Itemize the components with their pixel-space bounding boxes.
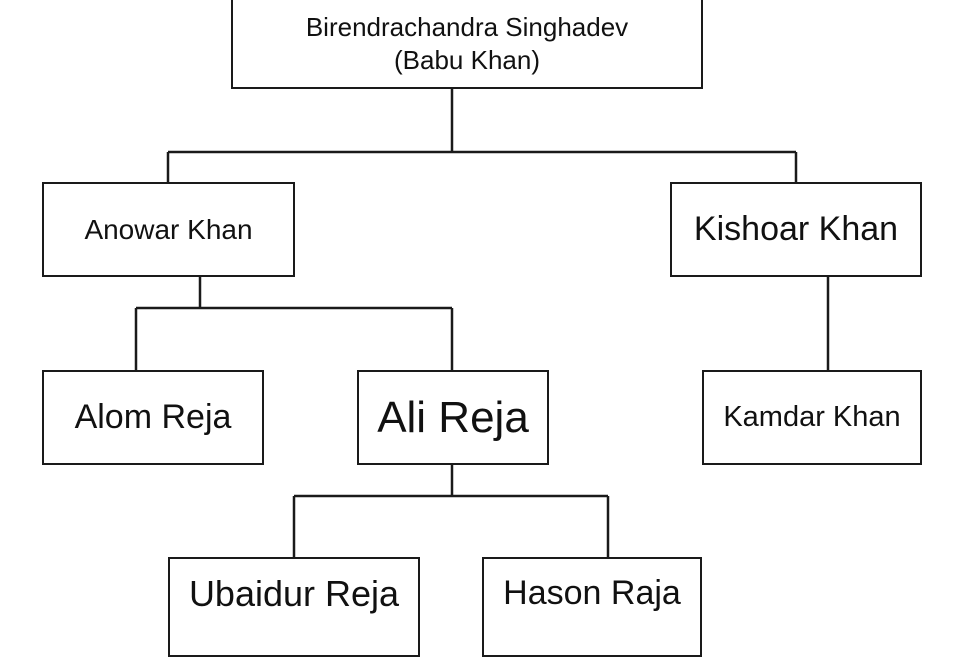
node-ubaidur-reja: Ubaidur Reja <box>168 557 420 657</box>
node-label: Hason Raja <box>503 573 681 612</box>
node-alom-reja: Alom Reja <box>42 370 264 465</box>
node-label: Anowar Khan <box>84 214 253 245</box>
node-hason-raja: Hason Raja <box>482 557 702 657</box>
node-ali-reja: Ali Reja <box>357 370 549 465</box>
node-label: Kishoar Khan <box>693 210 899 249</box>
node-name: Birendrachandra Singhadev <box>305 12 629 42</box>
node-alias: (Babu Khan) <box>394 44 540 75</box>
node-label: Ubaidur Reja <box>188 572 400 614</box>
node-birendrachandra-singhadev: Birendrachandra Singhadev (Babu Khan) <box>231 0 703 89</box>
node-kishoar-khan: Kishoar Khan <box>670 182 922 277</box>
node-anowar-khan: Anowar Khan <box>42 182 295 277</box>
node-label: Ali Reja <box>377 393 529 442</box>
node-label: Alom Reja <box>74 398 232 437</box>
node-label: Kamdar Khan <box>723 401 901 434</box>
node-kamdar-khan: Kamdar Khan <box>702 370 922 465</box>
connector-lines <box>134 89 830 557</box>
